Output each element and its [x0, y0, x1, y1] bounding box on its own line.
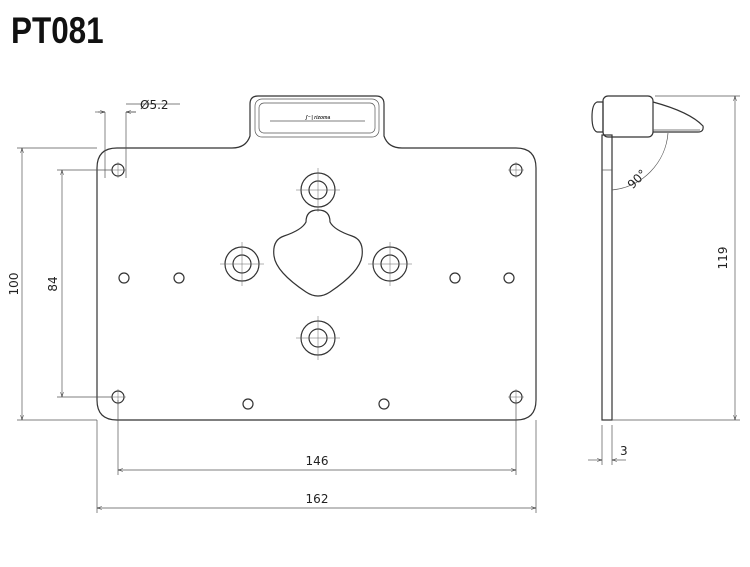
license-light-housing: ʃ⁻ | rizoma: [254, 98, 380, 138]
mounting-holes: [111, 163, 523, 410]
hole-spacing-height-label: 84: [46, 276, 60, 291]
side-height-label: 119: [716, 247, 730, 270]
thickness-label: 3: [620, 444, 628, 458]
dimensions-front: Ø5.2 146 162 100 84: [7, 98, 537, 513]
bosses: [110, 162, 524, 405]
hole-diameter-label: Ø5.2: [140, 98, 169, 112]
bend-angle-label: 90°: [625, 167, 650, 192]
overall-height-label: 100: [7, 273, 21, 296]
hole-spacing-width-label: 146: [306, 454, 329, 468]
center-cutout: [273, 209, 363, 297]
overall-width-label: 162: [306, 492, 329, 506]
side-view: 90° 119 3: [588, 95, 740, 465]
drawing-title: PT081: [11, 10, 104, 51]
plate-outline: [96, 95, 537, 421]
logo-text: ʃ⁻ | rizoma: [305, 115, 331, 121]
front-view: ʃ⁻ | rizoma: [96, 95, 537, 421]
